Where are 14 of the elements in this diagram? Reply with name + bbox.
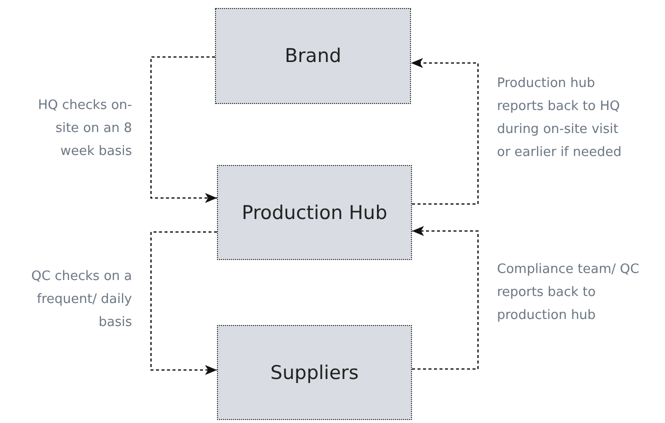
edge-label: Production hub reports back to HQ during on-site visit or earlier if needed — [497, 75, 622, 162]
dashed-arrow — [412, 226, 479, 370]
edge-label: Compliance team/ QC reports back to production hub — [497, 261, 640, 325]
process-box — [215, 8, 411, 104]
box-label: Suppliers — [270, 362, 359, 384]
dashed-arrow — [150, 231, 217, 375]
edge-label: HQ checks on-site on an 8 week basis — [37, 97, 132, 161]
process-box — [217, 165, 412, 260]
box-label: Production Hub — [242, 202, 388, 224]
edge-label: QC checks on a frequent/ daily basis — [30, 268, 132, 332]
process-box — [217, 325, 412, 420]
dashed-arrow — [150, 56, 217, 203]
dashed-arrow — [411, 58, 479, 205]
box-label: Brand — [284, 45, 342, 67]
